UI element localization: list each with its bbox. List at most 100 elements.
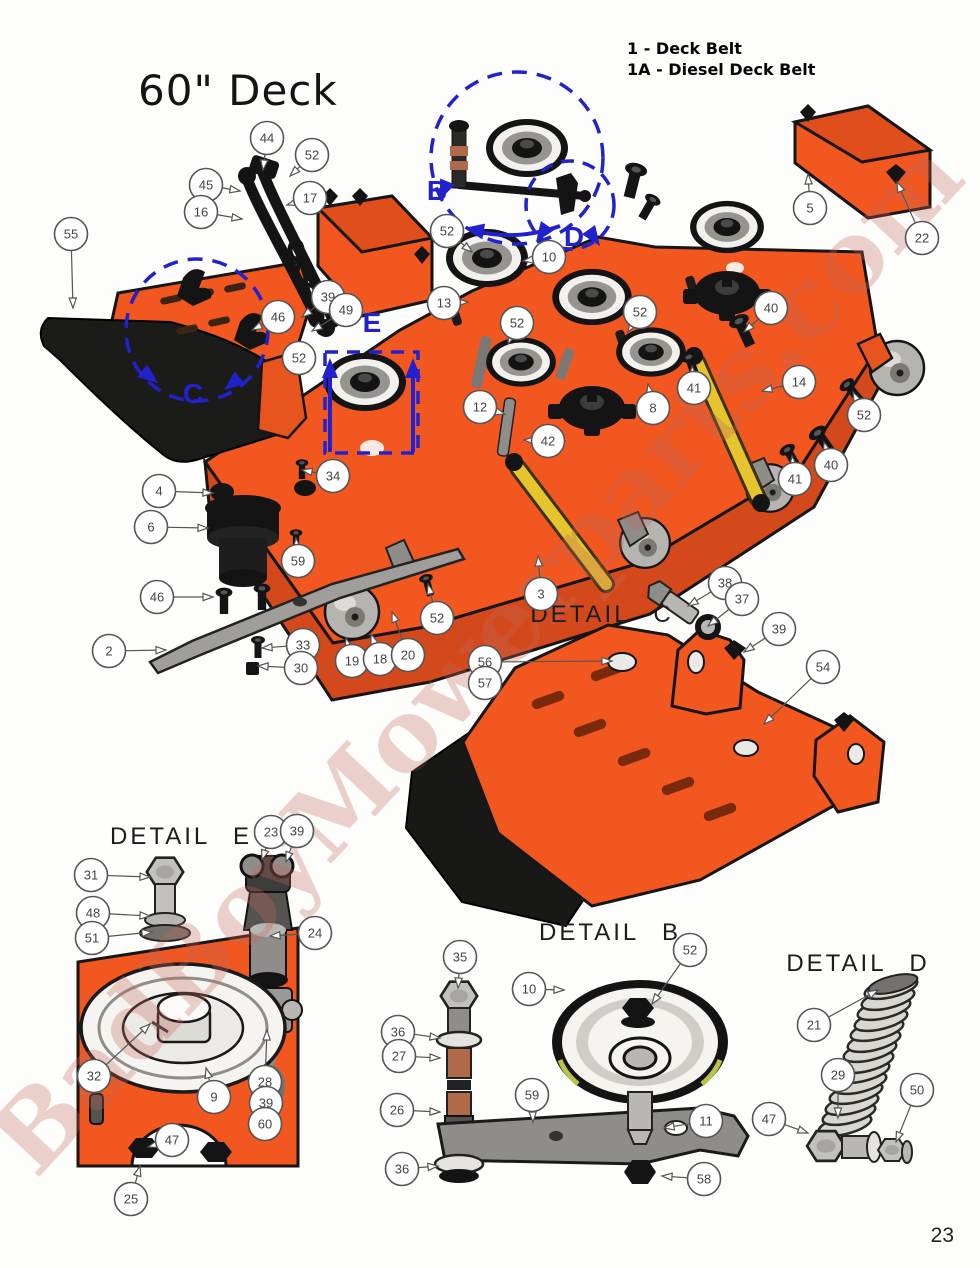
svg-text:17: 17: [303, 191, 317, 206]
callout-18: 18: [362, 632, 398, 677]
svg-text:40: 40: [824, 458, 838, 473]
svg-text:11: 11: [699, 1114, 713, 1129]
svg-text:19: 19: [345, 654, 359, 669]
detail-b-assembly: [433, 980, 750, 1184]
svg-text:49: 49: [339, 303, 353, 318]
svg-text:9: 9: [210, 1090, 217, 1105]
callout-2: 2: [91, 633, 168, 669]
detail-c-deflector: [404, 580, 886, 928]
page-title: 60" Deck: [138, 66, 338, 115]
svg-text:39: 39: [772, 622, 786, 637]
page-number: 23: [930, 1224, 954, 1247]
callout-36: 36: [384, 1151, 440, 1187]
svg-text:51: 51: [85, 931, 99, 946]
svg-text:46: 46: [150, 590, 164, 605]
callout-39: 39: [742, 611, 797, 653]
svg-text:34: 34: [326, 469, 340, 484]
section-letter-c: C: [183, 378, 203, 409]
svg-text:37: 37: [735, 592, 749, 607]
detail-d-assembly: [805, 971, 921, 1164]
callout-41: 41: [676, 364, 712, 406]
svg-text:50: 50: [910, 1083, 924, 1098]
callout-52: 52: [429, 213, 474, 254]
callout-4: 4: [141, 473, 215, 509]
svg-text:39: 39: [290, 824, 304, 839]
svg-text:52: 52: [430, 611, 444, 626]
svg-text:52: 52: [305, 148, 319, 163]
svg-text:60: 60: [258, 1117, 272, 1132]
svg-text:52: 52: [440, 224, 454, 239]
callout-9: 9: [196, 1066, 232, 1115]
callout-52: 52: [846, 390, 882, 433]
callout-41: 41: [777, 454, 813, 497]
svg-text:59: 59: [291, 554, 305, 569]
svg-text:31: 31: [84, 868, 98, 883]
detail-label-d: DETAIL D: [786, 950, 929, 977]
legend-line-diesel-deck-belt: 1A - Diesel Deck Belt: [627, 60, 816, 79]
callout-31: 31: [73, 857, 152, 893]
callout-52: 52: [650, 932, 708, 1006]
callout-8: 8: [635, 382, 671, 426]
svg-text:26: 26: [390, 1103, 404, 1118]
svg-text:42: 42: [541, 434, 555, 449]
svg-text:8: 8: [649, 401, 656, 416]
svg-text:2: 2: [105, 644, 112, 659]
callout-12: 12: [462, 389, 507, 425]
callout-49: 49: [310, 292, 364, 332]
callout-47: 47: [146, 1122, 190, 1158]
belt-legend: 1 - Deck Belt 1A - Diesel Deck Belt: [627, 38, 815, 80]
svg-text:48: 48: [86, 906, 100, 921]
svg-text:40: 40: [764, 301, 778, 316]
svg-text:47: 47: [762, 1112, 776, 1127]
detail-label-e: DETAIL E: [110, 823, 252, 850]
svg-text:16: 16: [194, 205, 208, 220]
callout-6: 6: [133, 509, 210, 545]
svg-text:52: 52: [292, 351, 306, 366]
callout-35: 35: [442, 939, 478, 990]
callout-48: 48: [75, 895, 152, 931]
callout-39: 39: [279, 813, 315, 864]
svg-text:28: 28: [258, 1075, 272, 1090]
callout-24: 24: [268, 915, 333, 951]
svg-text:10: 10: [522, 982, 536, 997]
callout-3: 3: [523, 554, 559, 612]
callout-22: 22: [896, 180, 940, 256]
callout-50: 50: [895, 1072, 935, 1144]
callout-10: 10: [511, 971, 566, 1007]
callout-5: 5: [792, 172, 828, 226]
callout-60: 60: [247, 1106, 283, 1142]
svg-text:27: 27: [392, 1049, 406, 1064]
svg-text:6: 6: [147, 520, 154, 535]
svg-text:39: 39: [259, 1096, 273, 1111]
annotation-d-circle: [524, 159, 616, 251]
callout-13: 13: [426, 285, 470, 321]
callout-14: 14: [760, 364, 817, 400]
svg-text:32: 32: [87, 1069, 101, 1084]
callout-20: 20: [390, 610, 426, 673]
detail-label-b: DETAIL B: [539, 919, 681, 946]
svg-text:47: 47: [165, 1133, 179, 1148]
svg-text:35: 35: [453, 950, 467, 965]
svg-text:46: 46: [271, 310, 285, 325]
svg-text:44: 44: [260, 131, 274, 146]
svg-text:14: 14: [792, 375, 806, 390]
callout-52: 52: [281, 340, 317, 376]
svg-text:55: 55: [64, 227, 78, 242]
svg-text:10: 10: [542, 250, 556, 265]
callout-52: 52: [622, 294, 658, 334]
callout-37: 37: [706, 581, 760, 628]
svg-text:57: 57: [478, 676, 492, 691]
callout-52: 52: [419, 582, 455, 636]
belt-cover-left: [314, 188, 435, 318]
callout-42: 42: [522, 423, 566, 459]
svg-text:54: 54: [816, 660, 830, 675]
callout-59: 59: [514, 1077, 550, 1124]
callout-16: 16: [183, 194, 244, 230]
svg-text:22: 22: [915, 231, 929, 246]
svg-text:4: 4: [155, 484, 162, 499]
callout-44: 44: [249, 120, 285, 172]
callout-40: 40: [813, 440, 849, 483]
callout-25: 25: [113, 1164, 149, 1217]
